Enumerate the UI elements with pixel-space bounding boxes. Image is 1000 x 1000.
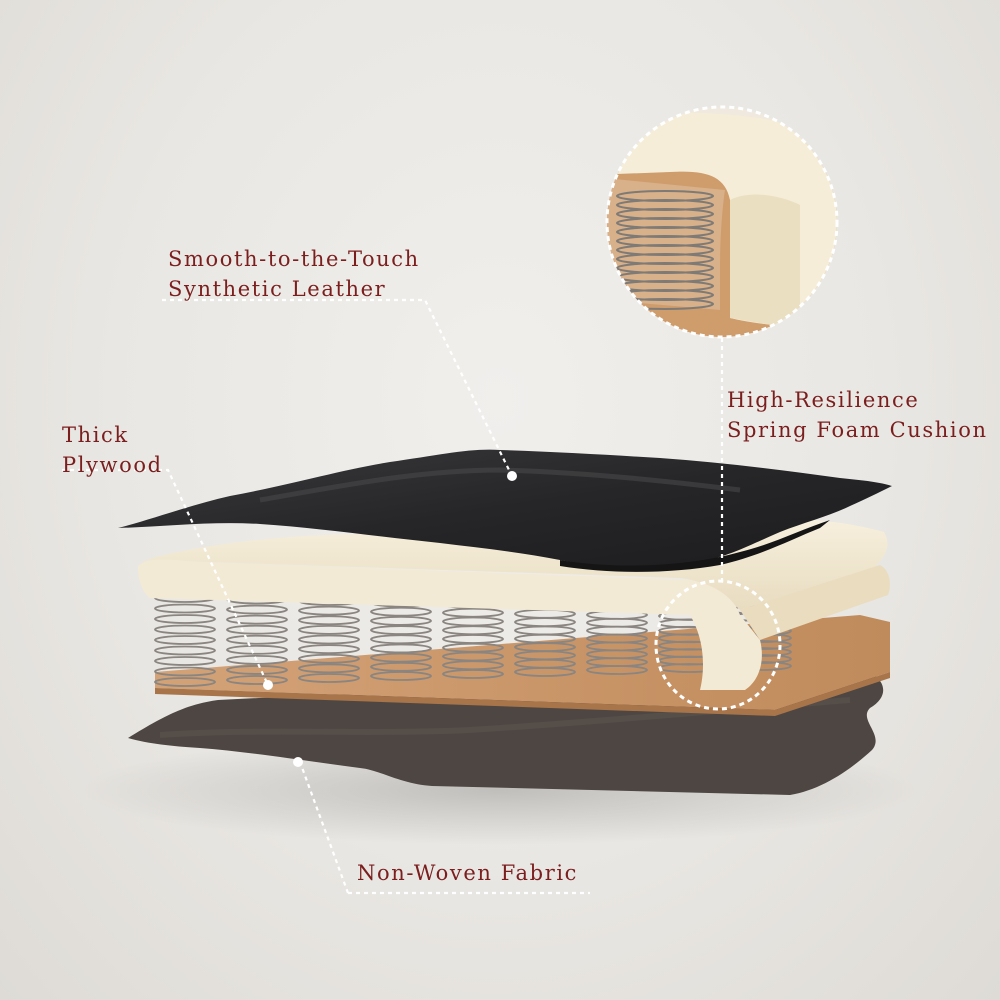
spring-coil: [586, 602, 648, 675]
leather-highlight: [259, 467, 741, 503]
synthetic-leather-layer: [118, 449, 892, 568]
label-leather-line2: Synthetic Leather: [168, 277, 387, 301]
spring-coil: [154, 593, 216, 687]
label-cushion-line1: High-Resilience: [727, 388, 920, 412]
spring-coil: [370, 597, 432, 681]
leather-underside: [560, 520, 830, 572]
label-synthetic-leather: Smooth-to-the-Touch Synthetic Leather: [168, 244, 420, 304]
zoom-inset: [607, 107, 837, 337]
label-plywood-line1: Thick: [62, 423, 129, 447]
plywood-edge: [155, 672, 890, 716]
label-spring-foam-cushion: High-Resilience Spring Foam Cushion: [727, 385, 988, 445]
leader-dot-leather: [507, 471, 517, 481]
leader-line-fabric: [298, 761, 590, 895]
leader-line-plywood: [62, 468, 269, 686]
foam-cushion-front-rim: [138, 559, 762, 690]
label-non-woven-fabric: Non-Woven Fabric: [357, 858, 578, 888]
label-fabric-line1: Non-Woven Fabric: [357, 861, 579, 885]
leader-dot-plywood: [263, 680, 273, 690]
label-plywood-line2: Plywood: [62, 453, 163, 477]
label-cushion-line2: Spring Foam Cushion: [727, 418, 988, 442]
label-leather-line1: Smooth-to-the-Touch: [168, 247, 420, 271]
spring-coil: [514, 600, 576, 677]
callout-circle: [654, 579, 782, 711]
spring-coil: [442, 599, 504, 679]
leader-line-leather: [162, 298, 513, 477]
foam-cushion-right-face: [740, 565, 890, 640]
leader-dot-fabric: [293, 757, 303, 767]
zoom-inset-border: [605, 105, 839, 339]
label-thick-plywood: Thick Plywood: [62, 420, 163, 480]
